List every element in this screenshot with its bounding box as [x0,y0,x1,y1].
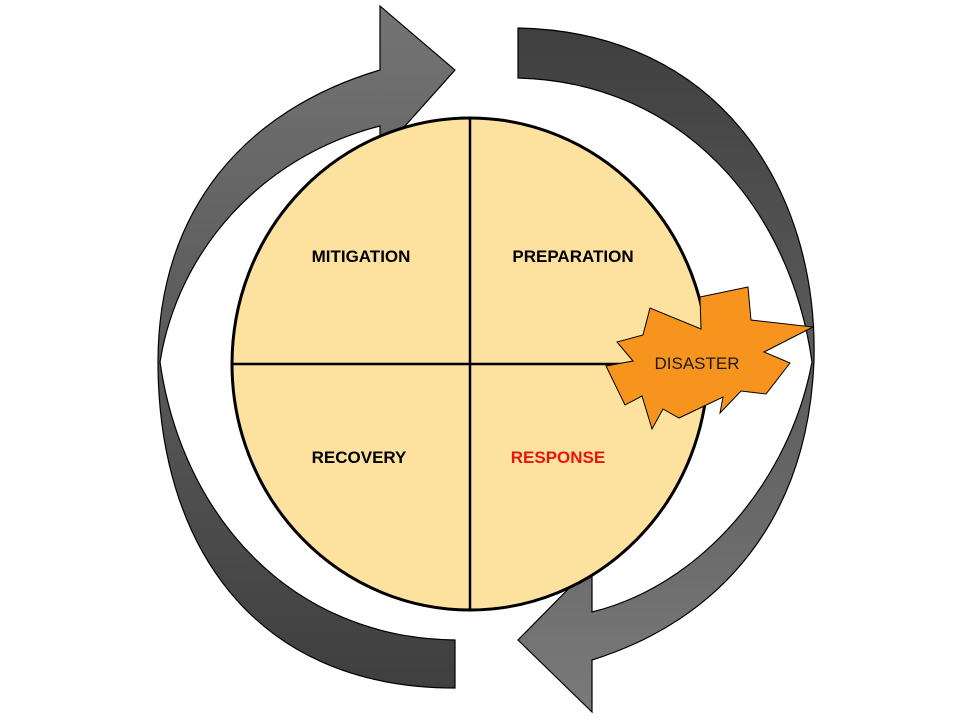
mitigation-label: MITIGATION [312,247,411,266]
recovery-label: RECOVERY [312,448,407,467]
response-label: RESPONSE [511,448,605,467]
disaster-label: DISASTER [654,354,739,373]
preparation-label: PREPARATION [512,247,633,266]
disaster-burst [605,286,815,431]
right-cycle-arrow [517,27,815,714]
left-cycle-arrow [157,4,456,689]
